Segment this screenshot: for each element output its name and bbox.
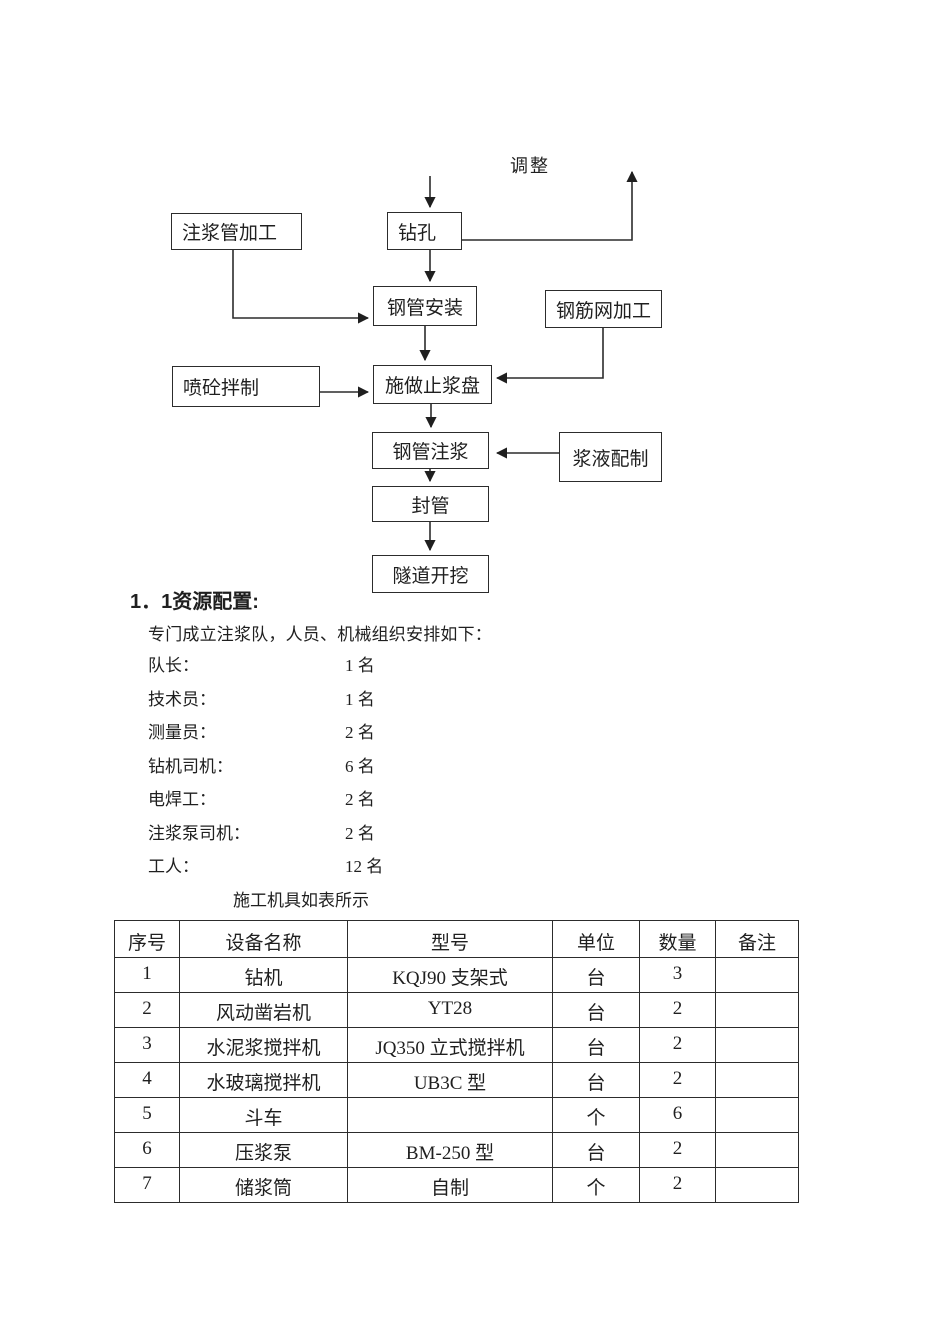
table-row: 3 水泥浆搅拌机 JQ350 立式搅拌机 台 2 [114, 1027, 799, 1063]
personnel-item: 队长： 1 名 [148, 651, 568, 685]
flowchart-node-shotcrete-mixing: 喷砼拌制 [172, 366, 320, 407]
cell-index: 6 [114, 1132, 180, 1168]
flowchart-connectors [232, 170, 638, 552]
cell-index: 5 [114, 1097, 180, 1133]
cell-index: 7 [114, 1167, 180, 1203]
col-header-unit: 单位 [552, 920, 640, 958]
cell-index: 1 [114, 957, 180, 993]
personnel-count: 1 名 [345, 689, 375, 709]
flowchart-node-pipe-sealing: 封管 [372, 486, 489, 522]
cell-remarks [715, 1167, 799, 1203]
table-caption: 施工机具如表所示 [233, 891, 369, 910]
cell-remarks [715, 1062, 799, 1098]
flowchart-node-grout-stop-disc: 施做止浆盘 [373, 365, 492, 404]
col-header-name: 设备名称 [179, 920, 348, 958]
cell-quantity: 3 [639, 957, 716, 993]
personnel-role: 测量员： [148, 723, 216, 742]
personnel-item: 注浆泵司机： 2 名 [148, 819, 568, 853]
personnel-count: 2 名 [345, 823, 375, 843]
flowchart-node-drilling: 钻孔 [387, 212, 462, 250]
col-header-quantity: 数量 [639, 920, 716, 958]
cell-name: 储浆筒 [179, 1167, 348, 1203]
table-row: 7 储浆筒 自制 个 2 [114, 1167, 799, 1203]
cell-unit: 台 [552, 957, 640, 993]
personnel-role: 注浆泵司机： [148, 823, 250, 843]
cell-quantity: 2 [639, 992, 716, 1028]
cell-unit: 台 [552, 1062, 640, 1098]
personnel-list: 队长： 1 名 技术员： 1 名 测量员： 2 名 钻机司机： 6 名 电焊工：… [148, 651, 568, 886]
cell-quantity: 2 [639, 1062, 716, 1098]
intro-paragraph: 专门成立注浆队，人员、机械组织安排如下： [148, 625, 492, 644]
col-header-remarks: 备注 [715, 920, 799, 958]
personnel-item: 测量员： 2 名 [148, 718, 568, 752]
cell-unit: 台 [552, 1132, 640, 1168]
personnel-count: 2 名 [345, 723, 375, 742]
equipment-table: 序号 设备名称 型号 单位 数量 备注 1 钻机 KQJ90 支架式 台 3 2… [114, 920, 799, 1203]
flowchart-node-steel-pipe-grouting: 钢管注浆 [372, 432, 489, 469]
cell-model: 自制 [347, 1167, 553, 1203]
personnel-role: 技术员： [148, 689, 216, 709]
personnel-count: 1 名 [345, 656, 375, 675]
col-header-index: 序号 [114, 920, 180, 958]
personnel-item: 钻机司机： 6 名 [148, 752, 568, 786]
table-row: 4 水玻璃搅拌机 UB3C 型 台 2 [114, 1062, 799, 1098]
cell-unit: 台 [552, 1027, 640, 1063]
cell-name: 水玻璃搅拌机 [179, 1062, 348, 1098]
cell-remarks [715, 1097, 799, 1133]
personnel-role: 电焊工： [148, 790, 216, 809]
cell-quantity: 2 [639, 1167, 716, 1203]
flowchart-node-slurry-preparation: 浆液配制 [559, 432, 662, 482]
flowchart-feedback-label: 调整 [510, 156, 550, 176]
cell-remarks [715, 992, 799, 1028]
personnel-role: 钻机司机： [148, 756, 233, 776]
cell-name: 压浆泵 [179, 1132, 348, 1168]
cell-remarks [715, 1027, 799, 1063]
cell-unit: 个 [552, 1167, 640, 1203]
cell-unit: 个 [552, 1097, 640, 1133]
cell-name: 斗车 [179, 1097, 348, 1133]
table-row: 5 斗车 个 6 [114, 1097, 799, 1133]
personnel-item: 技术员： 1 名 [148, 685, 568, 719]
cell-name: 风动凿岩机 [179, 992, 348, 1028]
cell-index: 2 [114, 992, 180, 1028]
table-row: 6 压浆泵 BM-250 型 台 2 [114, 1132, 799, 1168]
cell-quantity: 2 [639, 1027, 716, 1063]
section-heading: 1．1资源配置: [130, 591, 259, 613]
personnel-count: 2 名 [345, 790, 375, 809]
cell-remarks [715, 1132, 799, 1168]
personnel-count: 12 名 [345, 857, 384, 876]
flowchart-node-tunnel-excavation: 隧道开挖 [372, 555, 489, 593]
cell-index: 3 [114, 1027, 180, 1063]
cell-model: BM-250 型 [347, 1132, 553, 1168]
flowchart-node-rebar-mesh-fabrication: 钢筋网加工 [545, 290, 662, 328]
personnel-item: 工人： 12 名 [148, 852, 568, 886]
personnel-item: 电焊工： 2 名 [148, 785, 568, 819]
cell-name: 水泥浆搅拌机 [179, 1027, 348, 1063]
cell-model: JQ350 立式搅拌机 [347, 1027, 553, 1063]
flowchart-node-steel-pipe-install: 钢管安装 [373, 286, 477, 326]
cell-unit: 台 [552, 992, 640, 1028]
personnel-count: 6 名 [345, 756, 375, 776]
table-header-row: 序号 设备名称 型号 单位 数量 备注 [114, 920, 799, 958]
table-row: 1 钻机 KQJ90 支架式 台 3 [114, 957, 799, 993]
cell-name: 钻机 [179, 957, 348, 993]
cell-quantity: 2 [639, 1132, 716, 1168]
cell-model [347, 1097, 553, 1133]
cell-model: UB3C 型 [347, 1062, 553, 1098]
cell-remarks [715, 957, 799, 993]
cell-model: YT28 [347, 992, 553, 1028]
personnel-role: 工人： [148, 857, 199, 876]
cell-quantity: 6 [639, 1097, 716, 1133]
cell-index: 4 [114, 1062, 180, 1098]
personnel-role: 队长： [148, 656, 199, 675]
cell-model: KQJ90 支架式 [347, 957, 553, 993]
flowchart-node-grout-pipe-fabrication: 注浆管加工 [171, 213, 302, 250]
table-row: 2 风动凿岩机 YT28 台 2 [114, 992, 799, 1028]
col-header-model: 型号 [347, 920, 553, 958]
